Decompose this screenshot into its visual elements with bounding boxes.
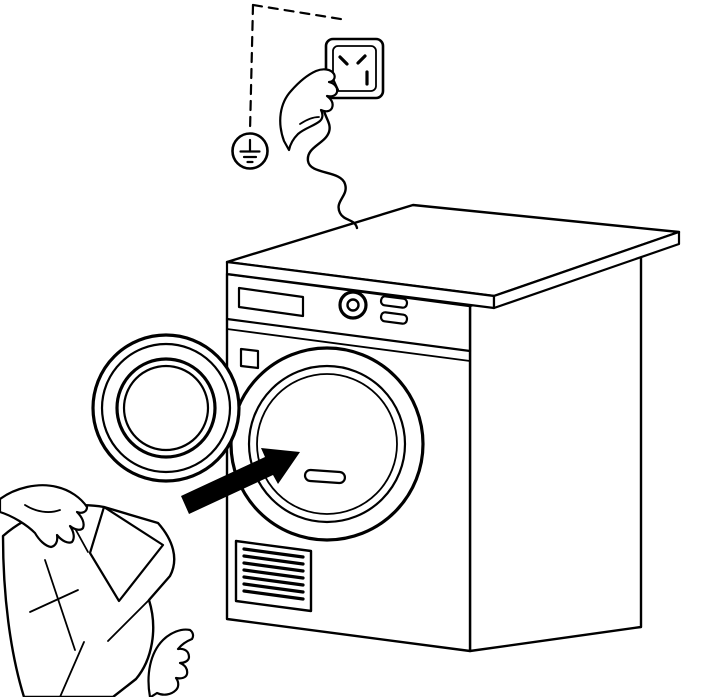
worktop-right-edge — [492, 230, 681, 310]
program-knob-pointer — [346, 298, 360, 312]
laundry-folded-flap — [88, 505, 165, 603]
grille-slat — [242, 554, 305, 566]
cloth-fold-line — [107, 599, 150, 642]
dashed-alignment-line-vertical — [248, 3, 255, 133]
thumb-line — [24, 504, 61, 513]
ventilation-grille — [234, 539, 313, 613]
grille-slat — [242, 568, 305, 580]
open-porthole-door — [91, 333, 241, 483]
earth-ground-symbol — [231, 132, 269, 170]
display-slot — [237, 286, 305, 318]
grille-slat — [242, 547, 305, 559]
hand-outline — [0, 484, 89, 549]
grille-slat — [242, 561, 305, 573]
grille-slat — [242, 575, 305, 587]
control-panel-line-lower — [226, 328, 471, 362]
handle-recess — [303, 468, 347, 485]
cabinet-side-panel — [468, 254, 643, 653]
drum-rim — [256, 373, 398, 515]
cloth-fold-line — [44, 559, 76, 651]
control-button-top — [379, 295, 409, 309]
hands-holding-laundry — [0, 484, 195, 697]
hand-inserting-plug — [279, 68, 339, 152]
porthole-inner-ring — [247, 364, 407, 524]
dashed-alignment-line-diagonal — [251, 3, 349, 22]
socket-slot-right — [356, 54, 367, 65]
door-glass-inner — [122, 364, 210, 452]
socket-slot-left — [338, 55, 349, 66]
loading-direction-arrow — [181, 448, 300, 514]
wall-socket — [324, 37, 385, 100]
thumb-line — [299, 116, 320, 125]
porthole-opening — [229, 346, 425, 542]
hand-holding-top — [0, 484, 89, 549]
door-glass-outer — [115, 357, 217, 459]
filter-button — [239, 347, 260, 370]
control-button-bottom — [379, 311, 409, 325]
hand-outline — [147, 628, 195, 697]
tumble-dryer — [225, 203, 681, 653]
cloth-fold-line — [29, 589, 79, 613]
grille-slat — [242, 582, 305, 594]
hand-outline — [279, 68, 339, 152]
hand-holding-bottom — [147, 628, 195, 697]
power-cord — [306, 94, 359, 230]
door-inner-rim — [100, 342, 232, 474]
cloth-fold-line — [59, 641, 85, 697]
power-connection — [231, 3, 385, 230]
grille-slat — [242, 589, 305, 601]
socket-recess — [332, 45, 377, 92]
control-panel-line-upper — [225, 317, 472, 353]
